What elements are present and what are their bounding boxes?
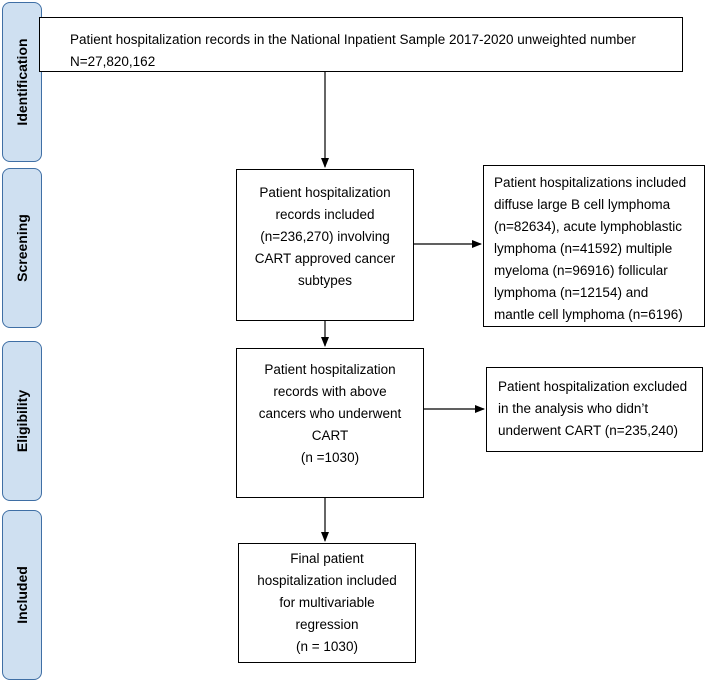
box-excluded-line-2: in the analysis who didn’t [498,401,649,416]
box-records-line-2: N=27,820,162 [70,54,156,69]
box-included-subtypes-line-2: records included [275,207,375,222]
box-excluded-line-1: Patient hospitalization excluded [498,379,688,394]
box-final-line-1: Final patient [290,551,364,566]
box-records-line-1: Patient hospitalization records in the N… [70,32,636,47]
box-included-subtypes-line-1: Patient hospitalization [259,185,391,200]
box-records: Patient hospitalization records in the N… [39,17,683,72]
box-cart: Patient hospitalization records with abo… [236,348,424,498]
box-included-subtypes-line-4: CART approved cancer [254,251,396,266]
box-subtypes-detail-line-4: lymphoma (n=41592) multiple [494,241,673,256]
box-excluded: Patient hospitalization excluded in the … [486,367,703,452]
box-cart-line-2: records with above [273,384,387,399]
box-included-subtypes-line-3: (n=236,270) involving [260,229,390,244]
box-final-line-4: regression [295,617,359,632]
box-final: Final patient hospitalization included f… [238,543,416,663]
box-cart-line-1: Patient hospitalization [264,362,396,377]
box-subtypes-detail-line-3: (n=82634), acute lymphoblastic [494,219,682,234]
box-subtypes-detail: Patient hospitalizations included diffus… [483,165,705,327]
box-final-line-2: hospitalization included [257,573,397,588]
box-final-line-5: (n = 1030) [296,639,358,654]
box-cart-line-3: cancers who underwent [258,406,402,421]
box-subtypes-detail-line-6: lymphoma (n=12154) and [494,285,649,300]
box-cart-line-5: (n =1030) [300,450,360,465]
stage-identification: Identification [2,2,42,162]
box-excluded-line-3: underwent CART (n=235,240) [498,423,678,438]
stage-eligibility: Eligibility [2,341,42,501]
box-included-subtypes: Patient hospitalization records included… [236,169,414,321]
stage-screening: Screening [2,168,42,328]
box-subtypes-detail-line-5: myeloma (n=96916) follicular [494,263,668,278]
box-subtypes-detail-line-1: Patient hospitalizations included [494,175,687,190]
stage-included: Included [2,510,42,680]
box-subtypes-detail-line-7: mantle cell lymphoma (n=6196) [494,307,683,322]
box-cart-line-4: CART [311,428,349,443]
box-final-line-3: for multivariable [279,595,375,610]
box-included-subtypes-line-5: subtypes [297,273,353,288]
box-subtypes-detail-line-2: diffuse large B cell lymphoma [494,197,671,212]
